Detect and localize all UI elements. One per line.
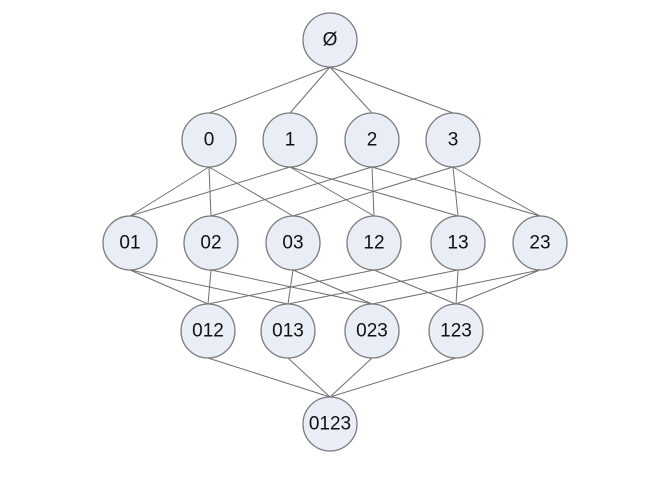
node-label: 0123 bbox=[309, 414, 351, 435]
edge-01-012 bbox=[129, 269, 209, 305]
edge-3-03 bbox=[292, 166, 454, 217]
edge-02-012 bbox=[207, 269, 212, 305]
node-label: 02 bbox=[200, 233, 221, 254]
edge-023-0123 bbox=[329, 357, 373, 398]
node-circle bbox=[262, 112, 318, 168]
edge-0-03 bbox=[208, 166, 294, 217]
node-label: 0 bbox=[204, 130, 215, 151]
node-label: 03 bbox=[282, 233, 303, 254]
node-circle bbox=[344, 303, 400, 359]
node-label: Ø bbox=[323, 30, 338, 51]
edge-empty-3 bbox=[329, 66, 454, 114]
edge-3-23 bbox=[452, 166, 541, 217]
edge-12-123 bbox=[373, 269, 457, 305]
node-0123: 0123 bbox=[302, 396, 358, 452]
node-label: 12 bbox=[363, 233, 384, 254]
node-label: 123 bbox=[440, 321, 472, 342]
node-03: 03 bbox=[265, 215, 321, 271]
node-circle bbox=[260, 303, 316, 359]
node-circle bbox=[265, 215, 321, 271]
edge-1-01 bbox=[129, 166, 291, 217]
edge-013-0123 bbox=[287, 357, 331, 398]
node-label: 2 bbox=[367, 130, 378, 151]
node-label: 23 bbox=[529, 233, 550, 254]
edge-012-0123 bbox=[207, 357, 331, 398]
node-empty-set: Ø bbox=[302, 12, 358, 68]
edge-3-13 bbox=[452, 166, 459, 217]
node-circle bbox=[102, 215, 158, 271]
node-circle bbox=[428, 303, 484, 359]
edge-12-012 bbox=[207, 269, 375, 305]
node-label: 013 bbox=[272, 321, 304, 342]
node-label: 13 bbox=[447, 233, 468, 254]
edge-123-0123 bbox=[329, 357, 457, 398]
node-23: 23 bbox=[512, 215, 568, 271]
node-13: 13 bbox=[430, 215, 486, 271]
node-circle bbox=[180, 303, 236, 359]
node-012: 012 bbox=[180, 303, 236, 359]
node-0: 0 bbox=[181, 112, 237, 168]
node-circle bbox=[302, 12, 358, 68]
node-label: 01 bbox=[119, 233, 140, 254]
edge-0-01 bbox=[129, 166, 210, 217]
edge-03-023 bbox=[292, 269, 373, 305]
edge-23-123 bbox=[455, 269, 541, 305]
node-circle bbox=[430, 215, 486, 271]
node-label: 3 bbox=[448, 130, 459, 151]
node-3: 3 bbox=[425, 112, 481, 168]
node-circle bbox=[346, 215, 402, 271]
edge-13-013 bbox=[287, 269, 459, 305]
node-label: 012 bbox=[192, 321, 224, 342]
node-01: 01 bbox=[102, 215, 158, 271]
edge-empty-2 bbox=[329, 66, 373, 114]
edge-23-023 bbox=[371, 269, 541, 305]
node-circle bbox=[425, 112, 481, 168]
edges bbox=[129, 66, 541, 398]
node-circle bbox=[181, 112, 237, 168]
node-circle bbox=[183, 215, 239, 271]
node-2: 2 bbox=[344, 112, 400, 168]
node-02: 02 bbox=[183, 215, 239, 271]
node-12: 12 bbox=[346, 215, 402, 271]
node-circle bbox=[344, 112, 400, 168]
node-circle bbox=[302, 396, 358, 452]
node-013: 013 bbox=[260, 303, 316, 359]
node-023: 023 bbox=[344, 303, 400, 359]
edge-2-02 bbox=[210, 166, 373, 217]
node-123: 123 bbox=[428, 303, 484, 359]
edge-empty-0 bbox=[208, 66, 331, 114]
node-circle bbox=[512, 215, 568, 271]
edge-1-12 bbox=[289, 166, 375, 217]
edge-empty-1 bbox=[289, 66, 331, 114]
node-1: 1 bbox=[262, 112, 318, 168]
node-label: 023 bbox=[356, 321, 388, 342]
node-label: 1 bbox=[285, 130, 296, 151]
